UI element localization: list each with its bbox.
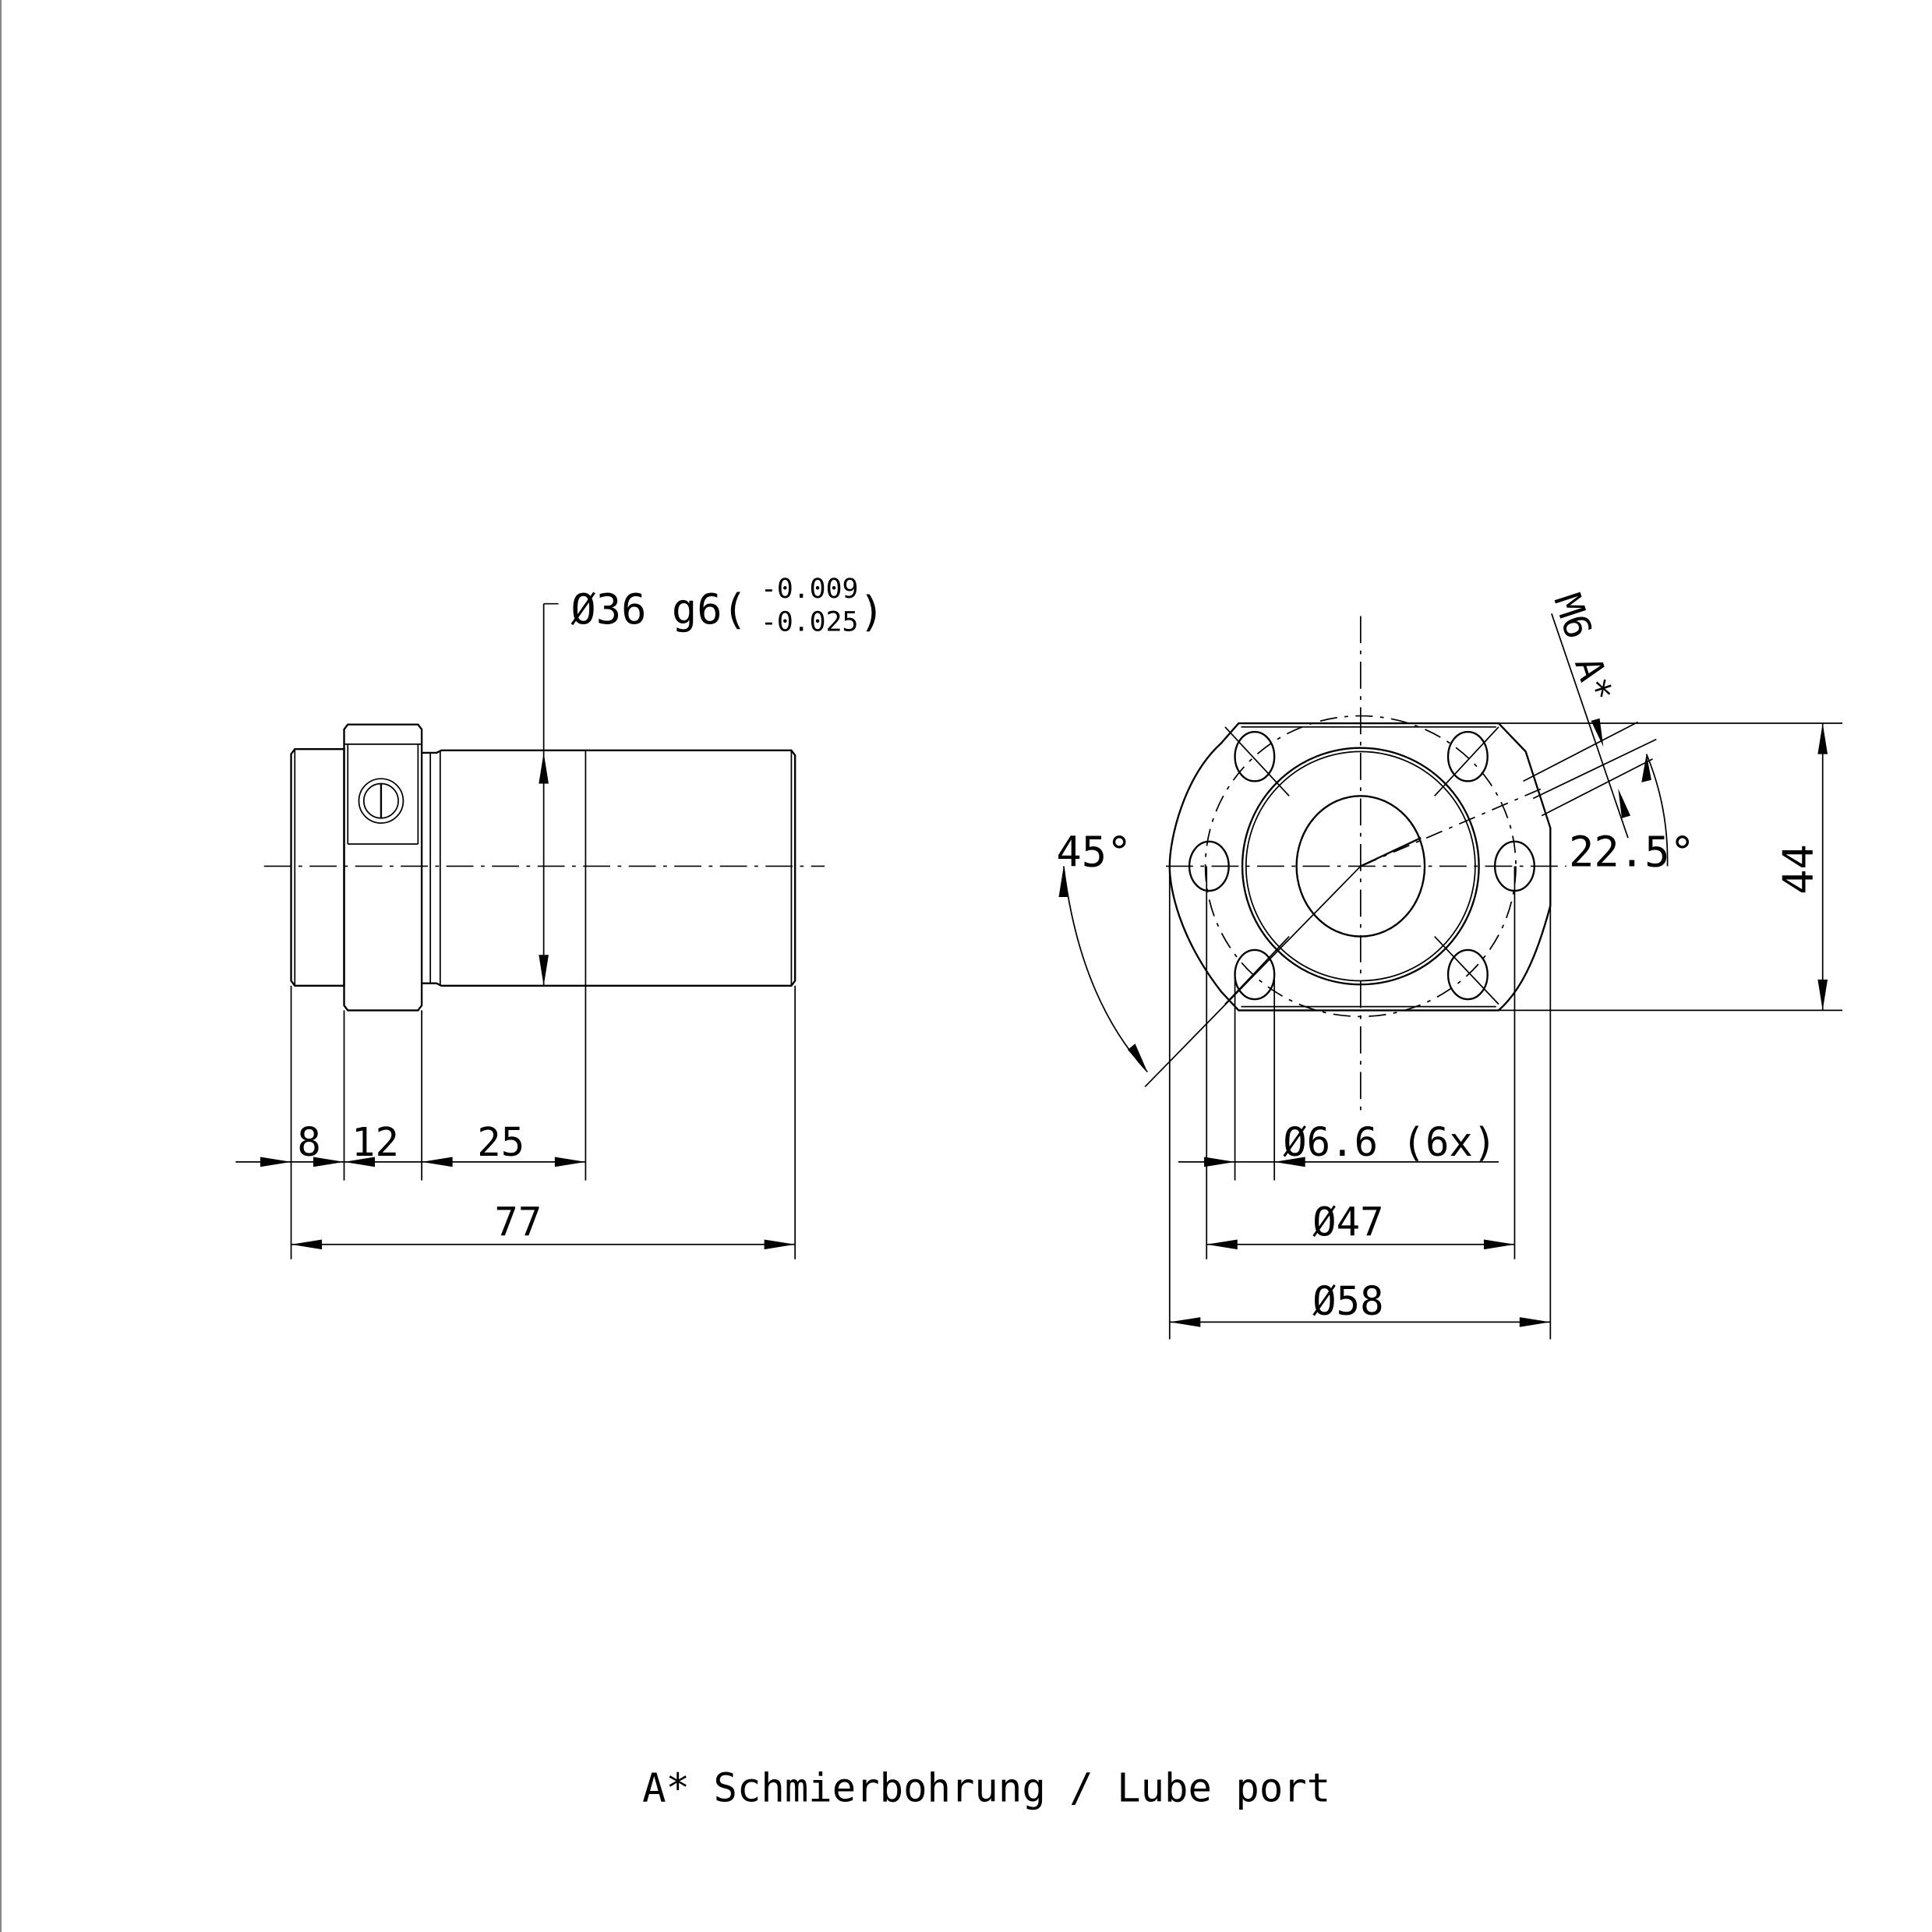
diameter-36-label: Ø36 g6( — [570, 585, 747, 634]
tolerance-lower: -0.025 — [761, 606, 859, 638]
hole-diameter-label: Ø6.6 (6x) — [1283, 1119, 1496, 1165]
lube-screw-icon — [358, 778, 404, 824]
dim-44: 44 — [1774, 844, 1823, 895]
dim-25: 25 — [477, 1119, 525, 1165]
dim-77: 77 — [494, 1199, 542, 1245]
side-view: Ø36 g6( -0.009 -0.025 ) 8 12 25 77 — [235, 574, 885, 1259]
footnote: A* Schmierbohrung / Lube port — [642, 1764, 1330, 1810]
angle-22-5: 22.5° — [1569, 827, 1695, 876]
thread-label: M6 A* — [1545, 588, 1620, 708]
angle-45: 45° — [1056, 827, 1132, 876]
dim-8: 8 — [297, 1119, 320, 1165]
dim-58: Ø58 — [1312, 1278, 1383, 1324]
dim-12: 12 — [351, 1119, 399, 1165]
dim-47: Ø47 — [1312, 1199, 1383, 1245]
front-view: M6 A* 22.5° 45° 44 Ø6.6 (6x) Ø47 — [1056, 588, 1843, 1340]
tolerance-close: ) — [859, 587, 884, 636]
tolerance-upper: -0.009 — [761, 574, 859, 605]
